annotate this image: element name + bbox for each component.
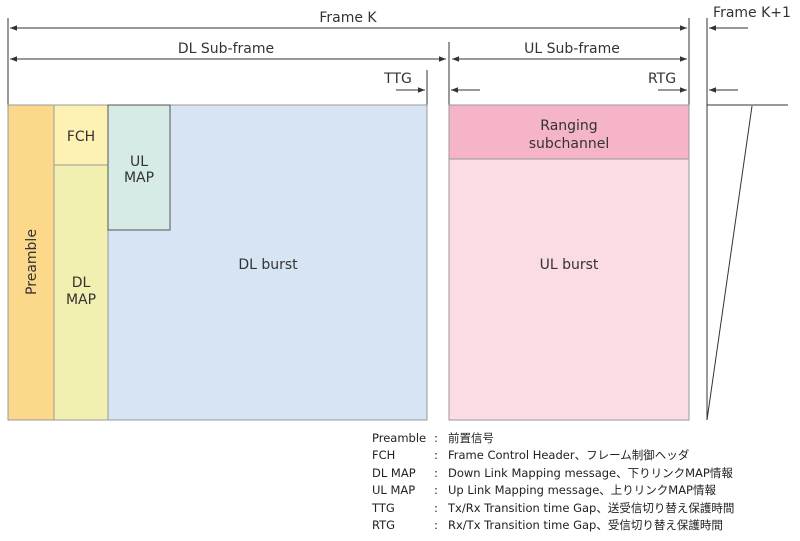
legend-separator: : [434,500,438,515]
ul-burst-label: UL burst [540,257,599,273]
legend-term: RTG [372,518,396,533]
legend-separator: : [434,483,438,498]
legend-term: DL MAP [372,465,416,480]
legend-separator: : [434,465,438,480]
frame-k1-slant [706,105,753,421]
legend-row: Preamble: 前置信号 [372,430,734,447]
legend-separator: : [434,448,438,463]
legend-row: FCH: Frame Control Header、フレーム制御ヘッダ [372,447,734,464]
legend-separator: : [434,431,438,445]
ranging-subchannel-block [448,104,690,160]
legend-row: RTG: Rx/Tx Transition time Gap、受信切り替え保護時間 [372,517,734,534]
ranging-label-line2: subchannel [529,136,609,152]
guide-lines [7,18,708,105]
legend-description: Down Link Mapping message、下りリンクMAP情報 [448,465,733,480]
legend-description: 前置信号 [448,431,494,445]
preamble-label: Preamble [24,229,40,295]
legend-description: Frame Control Header、フレーム制御ヘッダ [448,448,690,463]
ttg-label: TTG [383,71,412,87]
legend-term: UL MAP [372,483,416,498]
fch-block [53,104,109,166]
legend-description: Up Link Mapping message、上りリンクMAP情報 [448,483,716,498]
legend-row: DL MAP: Down Link Mapping message、下りリンクMA… [372,465,734,482]
dl-map-block [53,164,109,421]
rtg-label: RTG [648,71,676,87]
legend-term: FCH [372,448,396,463]
frame-k-label: Frame K [319,10,377,26]
legend-description: Rx/Tx Transition time Gap、受信切り替え保護時間 [448,518,723,533]
dl-subframe-label: DL Sub-frame [178,41,274,57]
dl-map-label-line2: MAP [66,292,96,308]
dl-map-label-line1: DL [72,275,91,291]
ranging-label-line1: Ranging [540,118,597,134]
legend-separator: : [434,518,438,533]
ul-subframe-label: UL Sub-frame [524,41,620,57]
ul-map-label-line2: MAP [124,170,154,186]
dl-burst-label: DL burst [238,257,298,273]
ul-map-label-line1: UL [130,154,148,170]
fch-label: FCH [67,129,95,145]
legend-description: Tx/Rx Transition time Gap、送受信切り替え保護時間 [448,500,735,515]
ul-map-block [107,104,171,231]
frame-k1-label: Frame K+1 [713,5,791,21]
legend-term: TTG [372,500,395,515]
legend: Preamble: 前置信号 FCH: Frame Control Header、フレ… [372,430,734,534]
frame-structure-diagram: Frame K Frame K+1 DL Sub-frame UL Sub-fr… [7,5,791,421]
legend-term: Preamble [372,431,427,445]
legend-row: TTG: Tx/Rx Transition time Gap、送受信切り替え保護時… [372,500,734,517]
legend-row: UL MAP: Up Link Mapping message、上りリンクMAP情… [372,482,734,499]
